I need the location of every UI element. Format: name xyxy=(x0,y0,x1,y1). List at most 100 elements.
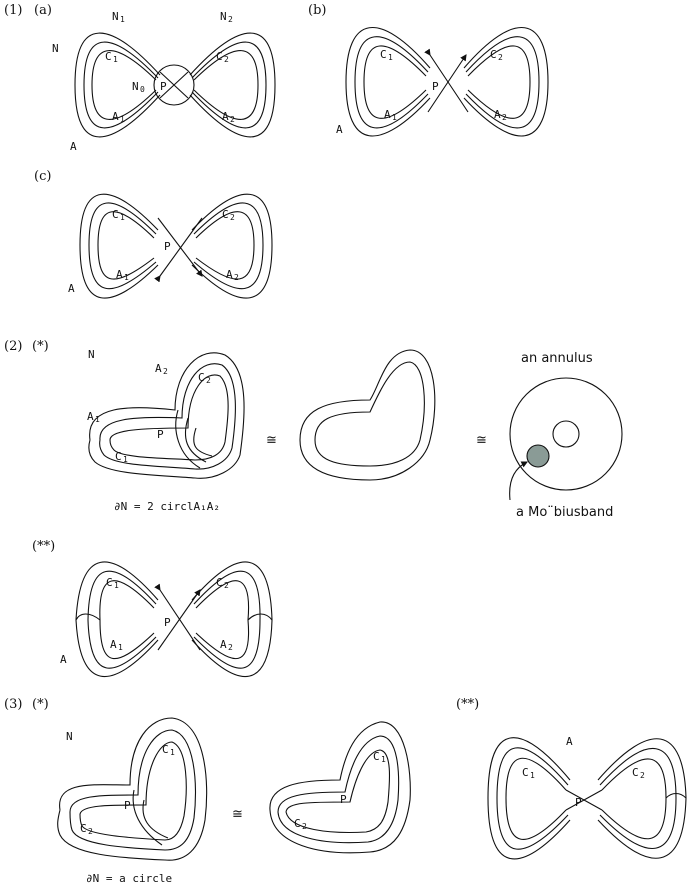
label-N: N xyxy=(52,42,59,55)
left-lobe-mid xyxy=(88,202,157,290)
label-N2-sub: 2 xyxy=(228,15,233,24)
label-C1-right: C xyxy=(373,750,380,763)
label-A1-sub: 1 xyxy=(120,115,125,124)
label-C1-right-sub: 1 xyxy=(381,755,386,764)
middle-band-inner xyxy=(314,361,425,467)
label-A: A xyxy=(70,140,77,153)
annulus-outer-circle xyxy=(509,377,623,491)
mobius-caption: a Mo¨biusband xyxy=(516,505,613,520)
diagram-1c: (c) P C 1 C 2 A 1 A 2 A xyxy=(34,169,273,299)
label-A1-sub: 1 xyxy=(118,643,123,652)
right-lobe-inner xyxy=(195,211,255,280)
label-C1: C xyxy=(115,450,122,463)
left-lobe-mid xyxy=(496,747,569,850)
arrow-strand-2 xyxy=(154,217,203,283)
label-A1: A xyxy=(112,110,119,123)
label-2-dstar: (**) xyxy=(32,539,55,554)
label-C2-right: C xyxy=(294,817,301,830)
label-A1: A xyxy=(116,268,123,281)
label-C2-sub: 2 xyxy=(224,581,229,590)
label-P: P xyxy=(164,616,171,629)
left-lobe-inner xyxy=(91,50,157,120)
right-lobe-outer xyxy=(189,32,276,138)
left-lobe-outer xyxy=(74,32,161,138)
mobius-disk xyxy=(526,444,550,468)
label-C1-sub: 1 xyxy=(388,53,393,62)
label-A: A xyxy=(60,653,67,666)
band-mid xyxy=(99,363,236,470)
label-A1-sub: 1 xyxy=(124,273,129,282)
middle-band-mid xyxy=(277,735,400,844)
label-C2-sub: 2 xyxy=(230,213,235,222)
label-C1: C xyxy=(522,766,529,779)
label-P: P xyxy=(124,799,131,812)
middle-band-3 xyxy=(269,721,411,854)
label-C2-sub: 2 xyxy=(224,55,229,64)
left-lobe-mid xyxy=(354,36,429,129)
diagram-2-dstar: P C 1 C 2 A 1 A 2 A xyxy=(60,561,273,677)
label-A1: A xyxy=(110,638,117,651)
label-C2-sub: 2 xyxy=(640,771,645,780)
label-N: N xyxy=(66,730,73,743)
label-C2: C xyxy=(490,48,497,61)
label-A: A xyxy=(566,735,573,748)
middle-band-outer xyxy=(299,349,436,481)
right-lobe-mid xyxy=(193,570,261,669)
band-outer xyxy=(57,717,208,861)
label-C2-sub: 2 xyxy=(206,376,211,385)
label-N: N xyxy=(88,348,95,361)
label-C1: C xyxy=(105,50,112,63)
left-lobe-outer xyxy=(79,193,159,299)
band-mid xyxy=(69,729,196,851)
label-C2-right-sub: 2 xyxy=(302,822,307,831)
label-A2-sub: 2 xyxy=(502,113,507,122)
label-C2: C xyxy=(216,50,223,63)
right-lobe-mid xyxy=(465,36,540,129)
arrow-strand-2 xyxy=(424,48,469,113)
label-A2-sub: 2 xyxy=(230,115,235,124)
label-A: A xyxy=(336,123,343,136)
neighborhood-disk-N0 xyxy=(153,64,195,106)
label-C1-sub: 1 xyxy=(170,748,175,757)
label-C2: C xyxy=(216,576,223,589)
label-C1-sub: 1 xyxy=(114,581,119,590)
arrow-strand-1 xyxy=(157,589,201,651)
label-C1-sub: 1 xyxy=(120,213,125,222)
label-3-star: (*) xyxy=(32,697,49,712)
annulus-hole xyxy=(552,420,580,448)
cong-sign: ≅ xyxy=(232,807,243,822)
label-A2: A xyxy=(494,108,501,121)
diagram-1a: (a) N N 1 N 2 N 0 P C 1 C 2 A 1 A xyxy=(34,3,276,153)
middle-band-outer xyxy=(269,721,411,854)
knotted-band-3 xyxy=(57,717,208,861)
label-N0: N xyxy=(132,80,139,93)
part-2-number: (2) xyxy=(4,339,22,354)
band-twist xyxy=(175,409,213,469)
label-3-dstar: (**) xyxy=(456,697,479,712)
label-N2: N xyxy=(220,10,227,23)
right-lobe-outer xyxy=(597,738,687,859)
annulus-caption: an annulus xyxy=(521,351,593,366)
arrow-strand-1 xyxy=(427,54,467,113)
band-outer xyxy=(88,352,245,479)
diagram-1b: (b) P C 1 C 2 A 1 A 2 A xyxy=(308,3,549,137)
label-N1: N xyxy=(112,10,119,23)
right-lobe-twist xyxy=(665,792,687,799)
cong-sign-1: ≅ xyxy=(266,433,277,448)
label-C2-sub: 2 xyxy=(498,53,503,62)
label-C1: C xyxy=(380,48,387,61)
label-A1: A xyxy=(384,108,391,121)
right-lobe-mid xyxy=(599,747,677,850)
band-twist xyxy=(132,789,169,846)
label-1b: (b) xyxy=(308,3,326,18)
label-C1: C xyxy=(112,208,119,221)
left-lobe-inner xyxy=(363,45,427,119)
right-lobe-mid xyxy=(193,202,264,290)
part-1: (1) (a) N N 1 N 2 N 0 P C 1 C 2 A xyxy=(4,3,549,299)
label-P-right: P xyxy=(340,793,347,806)
label-1a: (a) xyxy=(34,3,52,18)
label-P: P xyxy=(575,796,582,809)
part-3: (3) (*) N C 1 P C 2 ∂N = a circle ≅ C 1 … xyxy=(4,697,687,885)
crossing-x xyxy=(565,789,603,811)
